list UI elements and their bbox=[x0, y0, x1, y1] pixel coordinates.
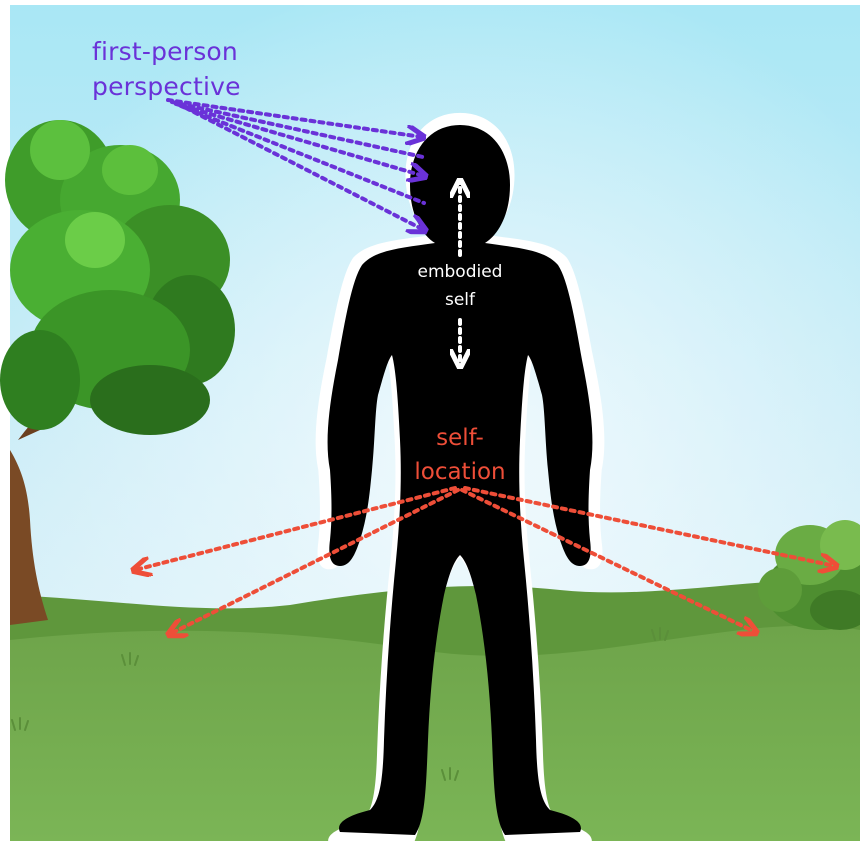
emb-label-line1: embodied bbox=[400, 258, 520, 286]
emb-label-line2: self bbox=[400, 286, 520, 314]
fp-label-line2: perspective bbox=[92, 69, 262, 104]
sl-label-line1: self- bbox=[385, 421, 535, 455]
embodied-self-label: embodied self bbox=[400, 258, 520, 314]
first-person-perspective-label: first-person perspective bbox=[92, 34, 262, 104]
self-location-label: self- location bbox=[385, 421, 535, 489]
sl-label-line2: location bbox=[385, 455, 535, 489]
fp-label-line1: first-person bbox=[92, 34, 262, 69]
